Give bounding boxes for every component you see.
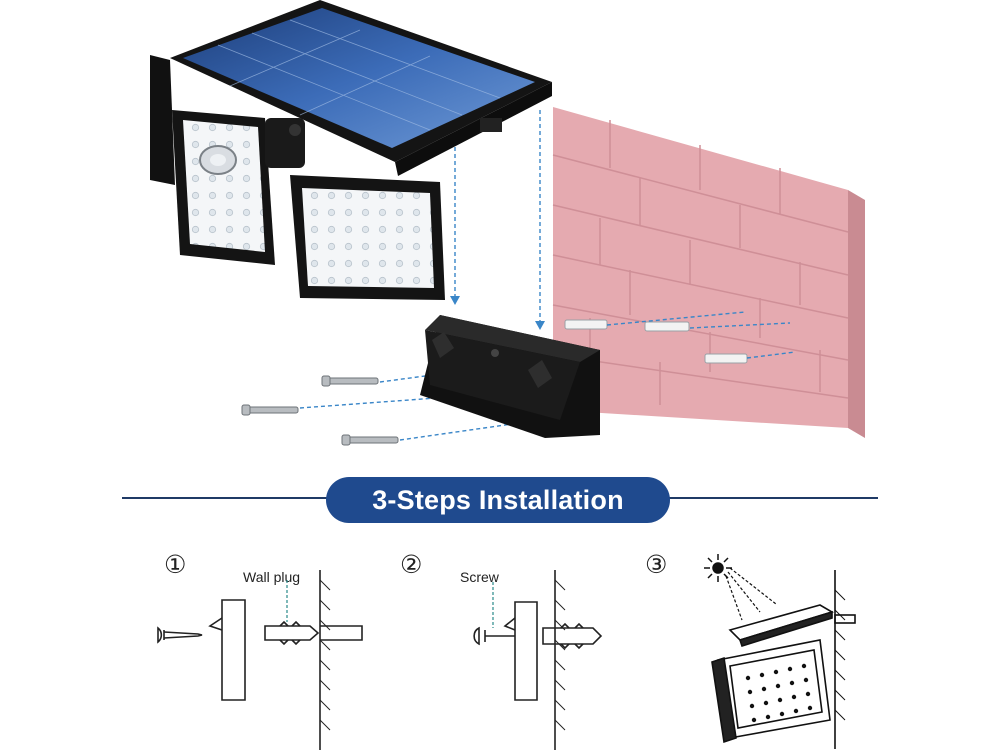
sun-icon bbox=[704, 554, 732, 582]
mounting-bracket bbox=[420, 315, 600, 438]
step-1-diagram bbox=[157, 570, 363, 750]
installation-steps: ① Wall plug ② Screw bbox=[0, 530, 1000, 750]
step-2-number: ② bbox=[400, 550, 423, 579]
installation-banner: 3-Steps Installation bbox=[326, 477, 670, 523]
step-1-number: ① bbox=[164, 550, 187, 579]
step-2-diagram bbox=[473, 570, 603, 750]
step-3-number: ③ bbox=[645, 550, 668, 579]
product-scene bbox=[150, 0, 865, 446]
banner-rule-right bbox=[668, 497, 878, 499]
screws bbox=[241, 375, 399, 446]
solar-light-unit bbox=[150, 0, 552, 300]
stone-wall bbox=[552, 107, 865, 438]
step-1-label: Wall plug bbox=[243, 569, 301, 585]
step-3-diagram bbox=[704, 554, 856, 749]
banner-rule-left bbox=[122, 497, 332, 499]
step-2-label: Screw bbox=[460, 569, 499, 585]
